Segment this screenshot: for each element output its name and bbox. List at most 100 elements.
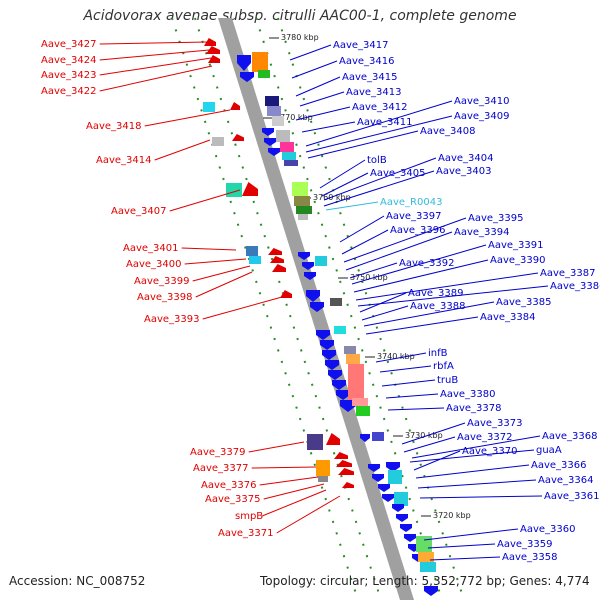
right-label-leader: [415, 464, 530, 479]
right-label-leader: [343, 217, 467, 263]
right-gene-label: Aave_3404: [438, 153, 494, 164]
right-label-leader: [363, 301, 495, 327]
right-gene-label: Aave_3372: [457, 432, 513, 443]
left-gene-label: Aave_3423: [41, 70, 97, 81]
left-gene-label: Aave_3371: [218, 528, 274, 539]
left-gene-label: Aave_3427: [41, 39, 97, 50]
gene-arrow: [360, 434, 370, 442]
right-gene-label: Aave_3368: [542, 431, 598, 442]
right-label-leader: [319, 159, 366, 189]
gene-feature: [352, 398, 368, 406]
gene-feature: [258, 70, 270, 78]
gene-arrow: [404, 534, 416, 542]
right-label-leader: [305, 115, 453, 153]
gene-arrow: [268, 248, 282, 255]
left-label-leader: [195, 271, 253, 298]
gene-arrow: [302, 262, 314, 270]
right-label-leader: [349, 262, 398, 279]
left-label-leader: [263, 483, 325, 500]
gene-feature: [292, 182, 308, 196]
left-gene-label: Aave_3424: [41, 55, 97, 66]
gene-arrow: [396, 514, 408, 522]
right-gene-label: Aave_3366: [531, 460, 587, 471]
scale-mark: 3730 kbp: [405, 431, 443, 440]
gene-arrow: [424, 586, 438, 596]
scale-mark: 3740 kbp: [377, 352, 415, 361]
right-gene-label: Aave_3395: [468, 213, 524, 224]
gene-feature: [330, 298, 342, 306]
gene-feature: [344, 346, 356, 354]
gene-feature: [418, 552, 434, 562]
gene-arrow: [264, 138, 276, 146]
right-label-leader: [359, 292, 407, 313]
right-label-leader: [325, 201, 379, 211]
right-label-leader: [403, 436, 456, 453]
gene-arrow: [368, 464, 380, 472]
gene-arrow: [372, 474, 384, 482]
right-label-leader: [401, 422, 466, 445]
gene-feature: [334, 326, 346, 334]
gene-arrow: [242, 182, 258, 196]
right-gene-label: Aave_3415: [342, 72, 398, 83]
gene-arrow: [298, 252, 310, 260]
gene-feature: [284, 160, 298, 166]
gene-feature: [294, 196, 310, 206]
right-label-leader: [301, 121, 356, 133]
right-gene-label: Aave_3364: [538, 475, 594, 486]
gene-arrow: [280, 290, 292, 298]
gene-feature: [296, 206, 312, 214]
gene-feature: [265, 96, 279, 106]
right-gene-label: Aave_3413: [346, 87, 402, 98]
right-label-leader: [385, 393, 439, 399]
right-label-leader: [357, 285, 549, 307]
gene-arrow: [208, 55, 220, 63]
left-label-leader: [154, 139, 211, 161]
gene-arrow: [336, 390, 350, 400]
left-gene-label: Aave_3375: [205, 494, 261, 505]
gene-feature: [298, 214, 308, 220]
gene-arrow: [230, 102, 240, 110]
left-label-leader: [262, 489, 327, 517]
gene-arrow: [326, 433, 340, 445]
right-gene-label: Aave_3410: [454, 96, 510, 107]
gene-feature: [346, 354, 360, 364]
gene-arrow: [272, 264, 286, 272]
gene-arrow: [270, 256, 284, 263]
right-gene-label: infB: [428, 348, 448, 359]
right-label-leader: [375, 352, 427, 363]
gene-feature: [249, 256, 261, 264]
left-label-leader: [99, 65, 213, 92]
right-label-leader: [361, 305, 409, 321]
gene-feature: [416, 536, 432, 552]
right-gene-label: Aave_3391: [488, 240, 544, 251]
right-label-leader: [341, 229, 389, 255]
left-label-leader: [144, 109, 231, 127]
right-gene-label: Aave_3408: [420, 126, 476, 137]
right-label-leader: [409, 449, 535, 463]
right-label-leader: [427, 543, 496, 549]
left-gene-label: Aave_3400: [126, 259, 182, 270]
scale-mark: 3780 kbp: [281, 33, 319, 42]
gene-arrow: [268, 148, 280, 156]
right-gene-label: Aave_3392: [399, 258, 455, 269]
left-label-leader: [248, 441, 305, 453]
right-label-leader: [305, 100, 453, 147]
left-gene-label: Aave_3407: [111, 206, 167, 217]
gene-feature: [394, 492, 408, 506]
left-label-leader: [99, 41, 208, 45]
gene-feature: [348, 364, 364, 400]
left-label-leader: [276, 495, 341, 534]
right-gene-label: Aave_3373: [467, 418, 523, 429]
left-label-leader: [99, 57, 212, 76]
left-gene-label: Aave_3376: [201, 480, 257, 491]
right-label-leader: [307, 130, 419, 159]
right-gene-label: Aave_3359: [497, 539, 553, 550]
right-label-leader: [291, 60, 338, 79]
left-gene-label: Aave_3379: [190, 447, 246, 458]
gene-arrow: [386, 462, 400, 472]
gene-feature: [280, 142, 294, 152]
left-gene-label: Aave_3401: [123, 243, 179, 254]
right-label-leader: [365, 316, 479, 335]
gene-feature: [282, 152, 296, 160]
